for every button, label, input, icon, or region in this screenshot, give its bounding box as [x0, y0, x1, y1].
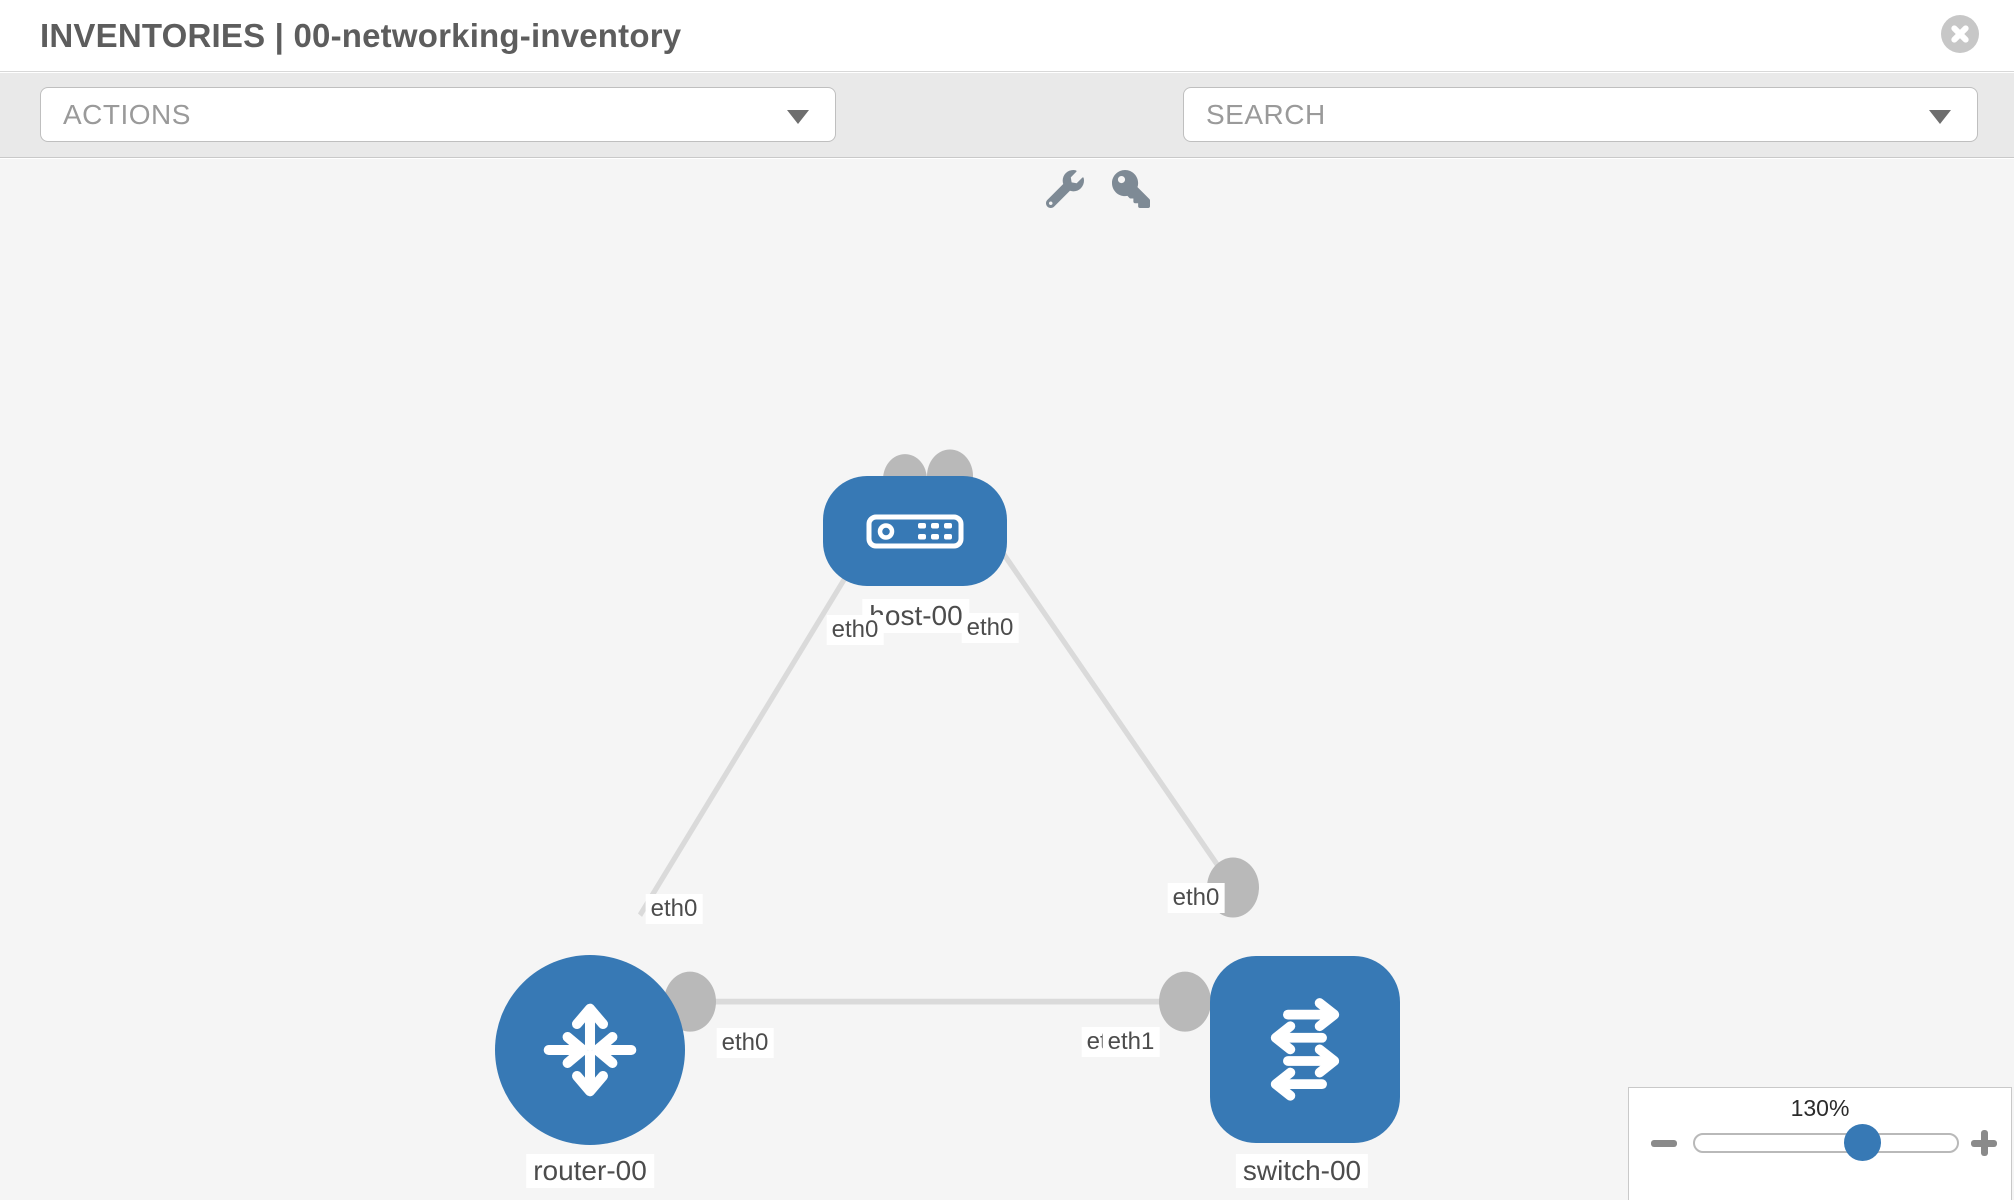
links-layer — [637, 449, 1259, 1032]
switch-icon — [1270, 997, 1340, 1101]
wrench-icon — [1046, 170, 1084, 208]
router-icon — [543, 1003, 637, 1097]
interface-label: eth0 — [961, 613, 1019, 643]
node-host-00[interactable] — [823, 476, 1007, 586]
zoom-in-button[interactable] — [1964, 1123, 2004, 1163]
interface-label: eth0 — [645, 894, 703, 924]
interface-connector — [1159, 971, 1211, 1032]
zoom-panel: 130% — [1628, 1087, 2012, 1200]
minus-icon — [1651, 1140, 1677, 1147]
host-icon — [866, 514, 964, 548]
actions-dropdown[interactable]: ACTIONS — [40, 87, 836, 142]
zoom-slider-handle[interactable] — [1844, 1124, 1881, 1161]
node-label-router: router-00 — [526, 1154, 654, 1188]
topology-canvas[interactable]: host-00 router-00 switch-00 eth0 eth0 et… — [0, 159, 2014, 1200]
interface-label: eth1 — [1102, 1027, 1160, 1057]
header: INVENTORIES | 00-networking-inventory — [0, 0, 2014, 72]
toolbar: ACTIONS SEARCH — [0, 73, 2014, 208]
search-dropdown[interactable]: SEARCH — [1183, 87, 1978, 142]
node-switch-00[interactable] — [1210, 956, 1400, 1143]
node-label-switch: switch-00 — [1235, 1154, 1369, 1188]
chevron-down-icon — [787, 109, 809, 124]
key-icon — [1112, 170, 1150, 208]
search-dropdown-label: SEARCH — [1206, 98, 1326, 130]
zoom-level-label: 130% — [1790, 1095, 1850, 1121]
actions-dropdown-label: ACTIONS — [63, 98, 191, 130]
plus-icon — [1980, 1130, 1988, 1156]
zoom-out-button[interactable] — [1644, 1123, 1684, 1163]
page-title: INVENTORIES | 00-networking-inventory — [40, 17, 682, 54]
tools-button[interactable] — [1044, 168, 1086, 210]
interface-label: eth0 — [716, 1028, 774, 1058]
interface-label: eth0 — [1167, 883, 1225, 913]
close-button[interactable] — [1941, 15, 1979, 53]
key-button[interactable] — [1110, 168, 1152, 210]
node-router-00[interactable] — [495, 955, 685, 1145]
zoom-slider[interactable] — [1693, 1133, 1959, 1153]
chevron-down-icon — [1929, 109, 1951, 124]
interface-label: eth0 — [826, 615, 884, 645]
